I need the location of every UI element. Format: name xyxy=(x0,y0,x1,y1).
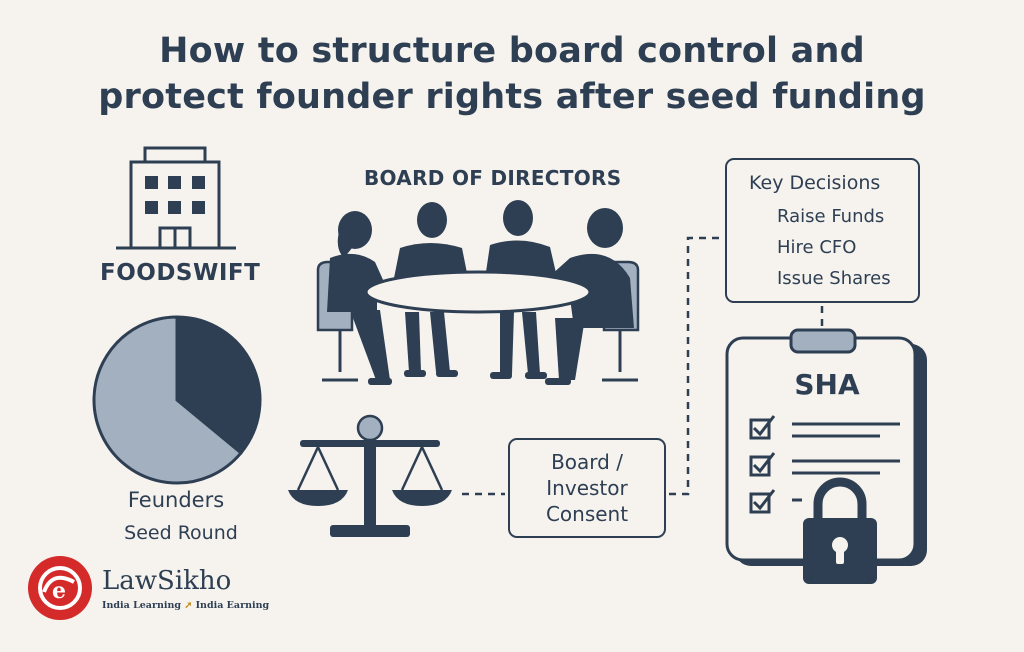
title-line-1: How to structure board control and xyxy=(159,31,865,71)
page-title: How to structure board control and prote… xyxy=(0,28,1024,120)
board-heading: BOARD OF DIRECTORS xyxy=(364,166,622,190)
padlock-icon xyxy=(803,477,877,584)
logo-tagline-right: India Earning xyxy=(195,600,270,611)
building-icon xyxy=(116,146,236,250)
company-name: FOODSWIFT xyxy=(100,260,261,286)
scales-icon xyxy=(288,414,452,537)
logo-tagline-left: India Learning xyxy=(102,600,182,611)
sha-clipboard-icon xyxy=(725,328,927,584)
pie-label-primary: Feunders xyxy=(127,488,225,512)
consent-line: Consent xyxy=(545,502,629,526)
consent-box: Board / Investor Consent xyxy=(508,438,666,538)
arrow-icon: ➚ xyxy=(184,600,193,611)
meeting-table-icon xyxy=(316,200,640,385)
consent-line: Board / xyxy=(551,450,623,474)
consent-line: Investor xyxy=(546,476,628,500)
decision-item: Raise Funds xyxy=(777,206,885,227)
decision-item: Issue Shares xyxy=(777,268,891,289)
sha-title: SHA xyxy=(794,368,860,401)
decision-item: Hire CFO xyxy=(777,237,857,258)
ownership-pie-chart xyxy=(92,315,262,485)
title-line-2: protect founder rights after seed fundin… xyxy=(98,77,926,117)
key-decisions-title: Key Decisions xyxy=(749,172,881,194)
key-decisions-box: Key Decisions Raise Funds Hire CFO Issue… xyxy=(725,158,920,303)
logo-name: LawSikho xyxy=(102,566,232,596)
lawsikho-logo-icon: e xyxy=(28,556,92,620)
connector-lines xyxy=(462,236,824,496)
pie-label-secondary: Seed Round xyxy=(124,522,238,544)
pie-slice-1 xyxy=(92,315,244,485)
pie-slice-0 xyxy=(175,315,262,456)
svg-text:e: e xyxy=(52,578,66,604)
logo-tagline: India Learning ➚ India Earning xyxy=(102,600,269,611)
